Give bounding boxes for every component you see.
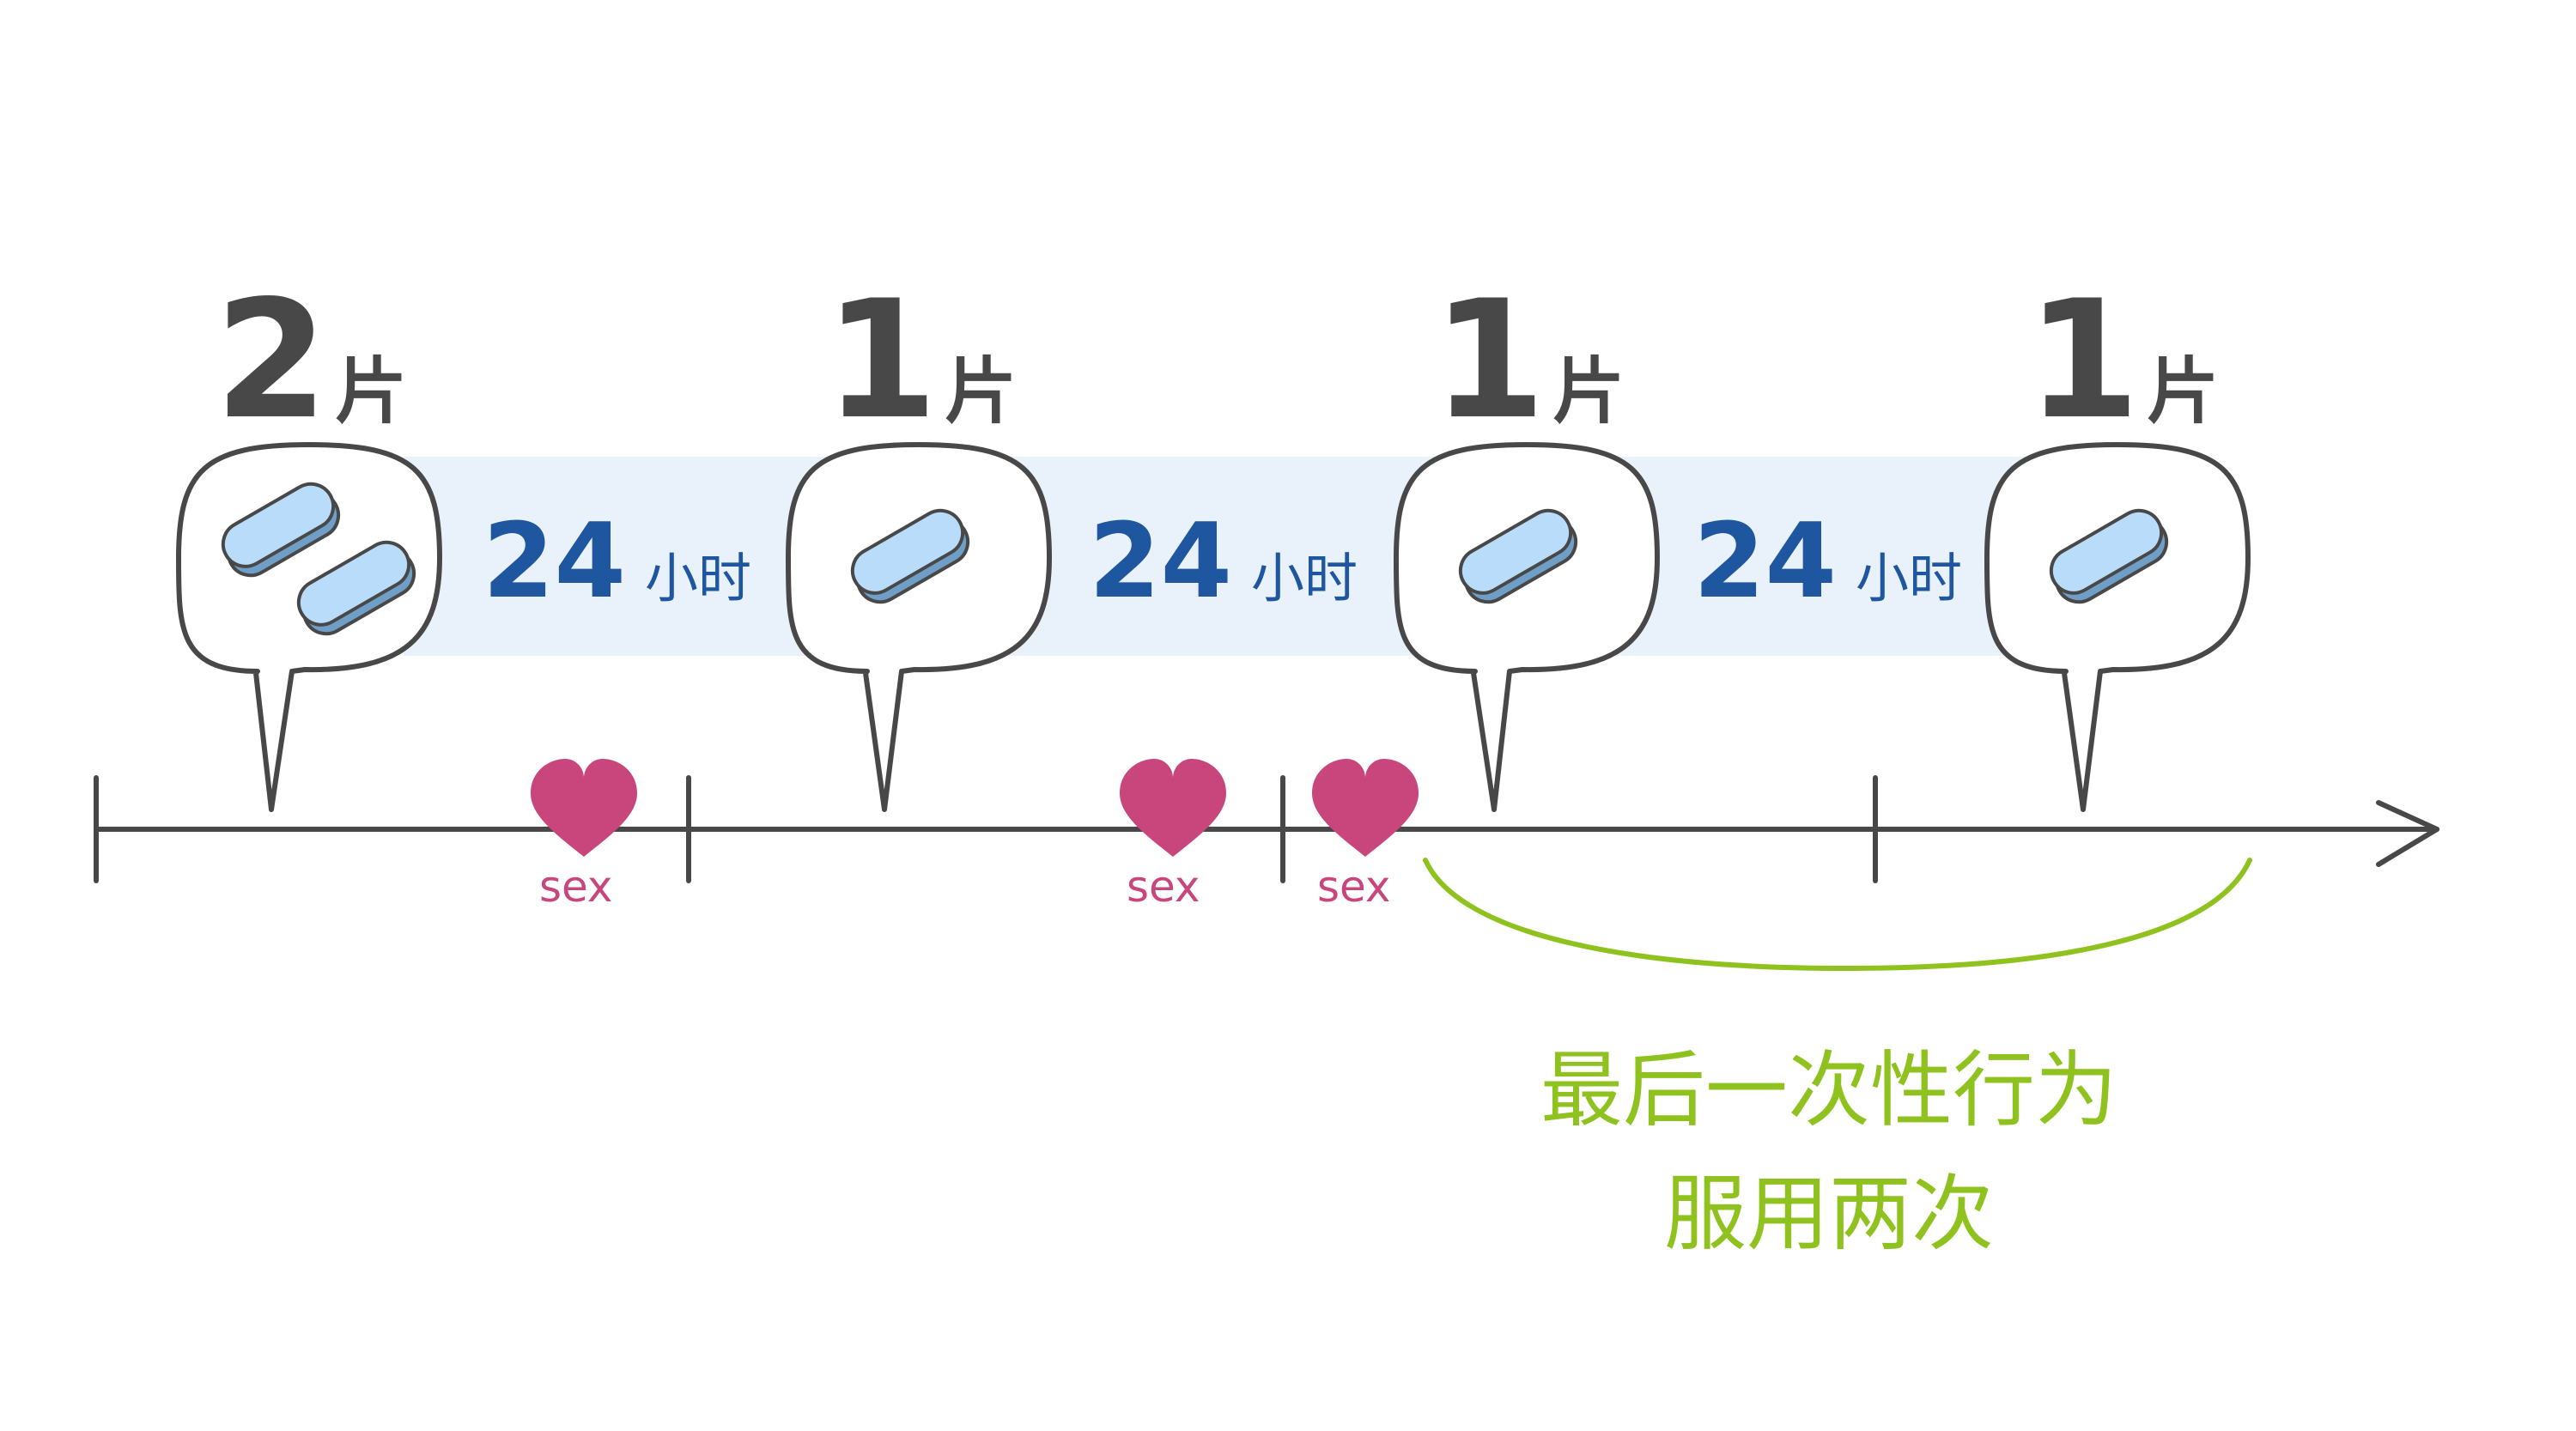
- dose-label-1: 2 片: [215, 279, 407, 442]
- pill-icon: [2049, 508, 2169, 604]
- interval-value: 24: [1693, 502, 1837, 622]
- pill-icon: [221, 482, 341, 578]
- dose-count: 1: [824, 265, 938, 455]
- heart-icon: [1312, 759, 1419, 857]
- axis-arrow-icon: [2376, 800, 2439, 867]
- dose-unit: 片: [1552, 349, 1625, 434]
- dose-count: 1: [2026, 265, 2140, 455]
- interval-value: 24: [483, 502, 626, 622]
- interval-band: [404, 457, 2087, 656]
- sex-label-1: sex: [539, 862, 613, 912]
- note-line-1: 最后一次性行为: [1540, 1042, 2117, 1138]
- sex-label-3: sex: [1317, 862, 1391, 912]
- heart-icon: [531, 759, 637, 857]
- interval-label-3: 24 小时: [1693, 511, 1962, 614]
- dose-label-3: 1 片: [1432, 279, 1625, 442]
- dose-count: 1: [1432, 265, 1546, 455]
- interval-unit: 小时: [1856, 547, 1963, 609]
- note-line-2: 服用两次: [1664, 1166, 1994, 1262]
- dose-bubble-4: [1984, 442, 2251, 812]
- dose-unit: 片: [945, 349, 1018, 434]
- last-intercourse-bracket: [1423, 858, 2252, 972]
- pill-icon: [296, 540, 416, 636]
- dose-count: 2: [215, 265, 328, 455]
- pill-icon: [1458, 508, 1578, 604]
- interval-unit: 小时: [1251, 547, 1358, 609]
- dose-unit: 片: [2147, 349, 2220, 434]
- interval-label-1: 24 小时: [483, 511, 751, 614]
- heart-icon: [1120, 759, 1226, 857]
- dose-label-4: 1 片: [2026, 279, 2219, 442]
- interval-value: 24: [1089, 502, 1232, 622]
- interval-unit: 小时: [645, 547, 752, 609]
- interval-label-2: 24 小时: [1089, 511, 1358, 614]
- dose-label-2: 1 片: [824, 279, 1017, 442]
- pill-icon: [850, 508, 970, 604]
- dose-bubble-2: [786, 442, 1052, 812]
- dose-unit: 片: [335, 349, 408, 434]
- sex-label-2: sex: [1127, 862, 1200, 912]
- dose-bubble-3: [1394, 442, 1660, 812]
